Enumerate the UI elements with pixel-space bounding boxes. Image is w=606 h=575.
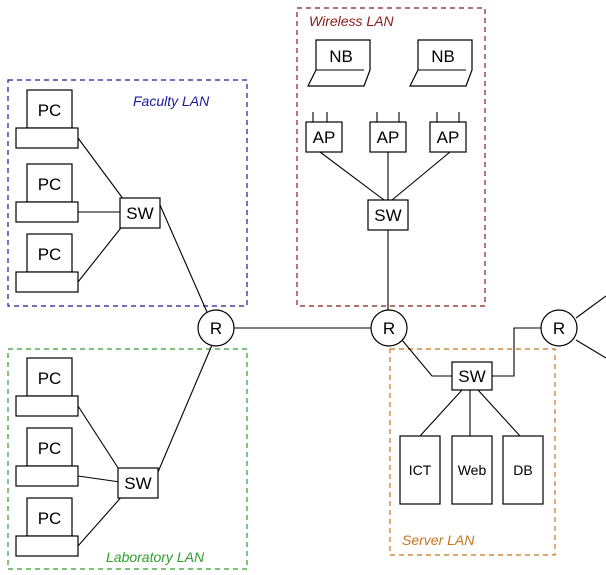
- notebook-label: NB: [329, 47, 353, 66]
- notebook-1[interactable]: NB: [307, 39, 371, 87]
- server-lan-zone: [389, 348, 556, 556]
- pc-label: PC: [38, 509, 62, 528]
- access-point-1[interactable]: AP: [305, 112, 343, 153]
- faculty-lan-zone: [7, 79, 248, 307]
- links: [77, 137, 606, 547]
- laboratory-lan-zone: [7, 348, 248, 570]
- switch-label: SW: [126, 204, 153, 223]
- server-db-label: DB: [513, 462, 532, 478]
- lab-switch[interactable]: SW: [117, 467, 159, 499]
- notebook-label: NB: [431, 47, 455, 66]
- server-ict[interactable]: ICT: [399, 435, 441, 505]
- switch-label: SW: [458, 367, 485, 386]
- pc-label: PC: [38, 101, 62, 120]
- wireless-lan-title: Wireless LAN: [309, 13, 395, 29]
- faculty-lan-title: Faculty LAN: [133, 93, 210, 109]
- laboratory-lan-title: Laboratory LAN: [106, 549, 205, 565]
- server-web-label: Web: [458, 462, 487, 478]
- lab-pc-2[interactable]: PC: [15, 427, 79, 487]
- switch-label: SW: [374, 206, 401, 225]
- ap-label: AP: [313, 128, 336, 147]
- lab-pc-3[interactable]: PC: [15, 497, 79, 557]
- notebook-2[interactable]: NB: [409, 39, 473, 87]
- server-lan-title: Server LAN: [402, 532, 475, 548]
- access-point-2[interactable]: AP: [369, 112, 407, 153]
- faculty-switch[interactable]: SW: [119, 197, 161, 229]
- faculty-pc-1[interactable]: PC: [15, 89, 79, 149]
- router-label: R: [383, 319, 395, 338]
- server-db[interactable]: DB: [502, 435, 544, 505]
- router-2[interactable]: R: [370, 309, 408, 347]
- pc-label: PC: [38, 439, 62, 458]
- ap-label: AP: [377, 128, 400, 147]
- ap-label: AP: [437, 128, 460, 147]
- access-point-3[interactable]: AP: [429, 112, 467, 153]
- router-1[interactable]: R: [197, 309, 235, 347]
- pc-label: PC: [38, 245, 62, 264]
- faculty-pc-2[interactable]: PC: [15, 163, 79, 223]
- pc-label: PC: [38, 175, 62, 194]
- server-switch[interactable]: SW: [451, 361, 493, 391]
- faculty-pc-3[interactable]: PC: [15, 233, 79, 293]
- server-ict-label: ICT: [409, 462, 432, 478]
- wireless-lan-zone: [296, 7, 486, 307]
- lab-pc-1[interactable]: PC: [15, 357, 79, 417]
- switch-label: SW: [124, 474, 151, 493]
- router-label: R: [210, 319, 222, 338]
- pc-label: PC: [38, 369, 62, 388]
- router-3[interactable]: R: [540, 309, 578, 347]
- server-web[interactable]: Web: [451, 435, 493, 505]
- router-label: R: [553, 319, 565, 338]
- wireless-switch[interactable]: SW: [367, 199, 409, 231]
